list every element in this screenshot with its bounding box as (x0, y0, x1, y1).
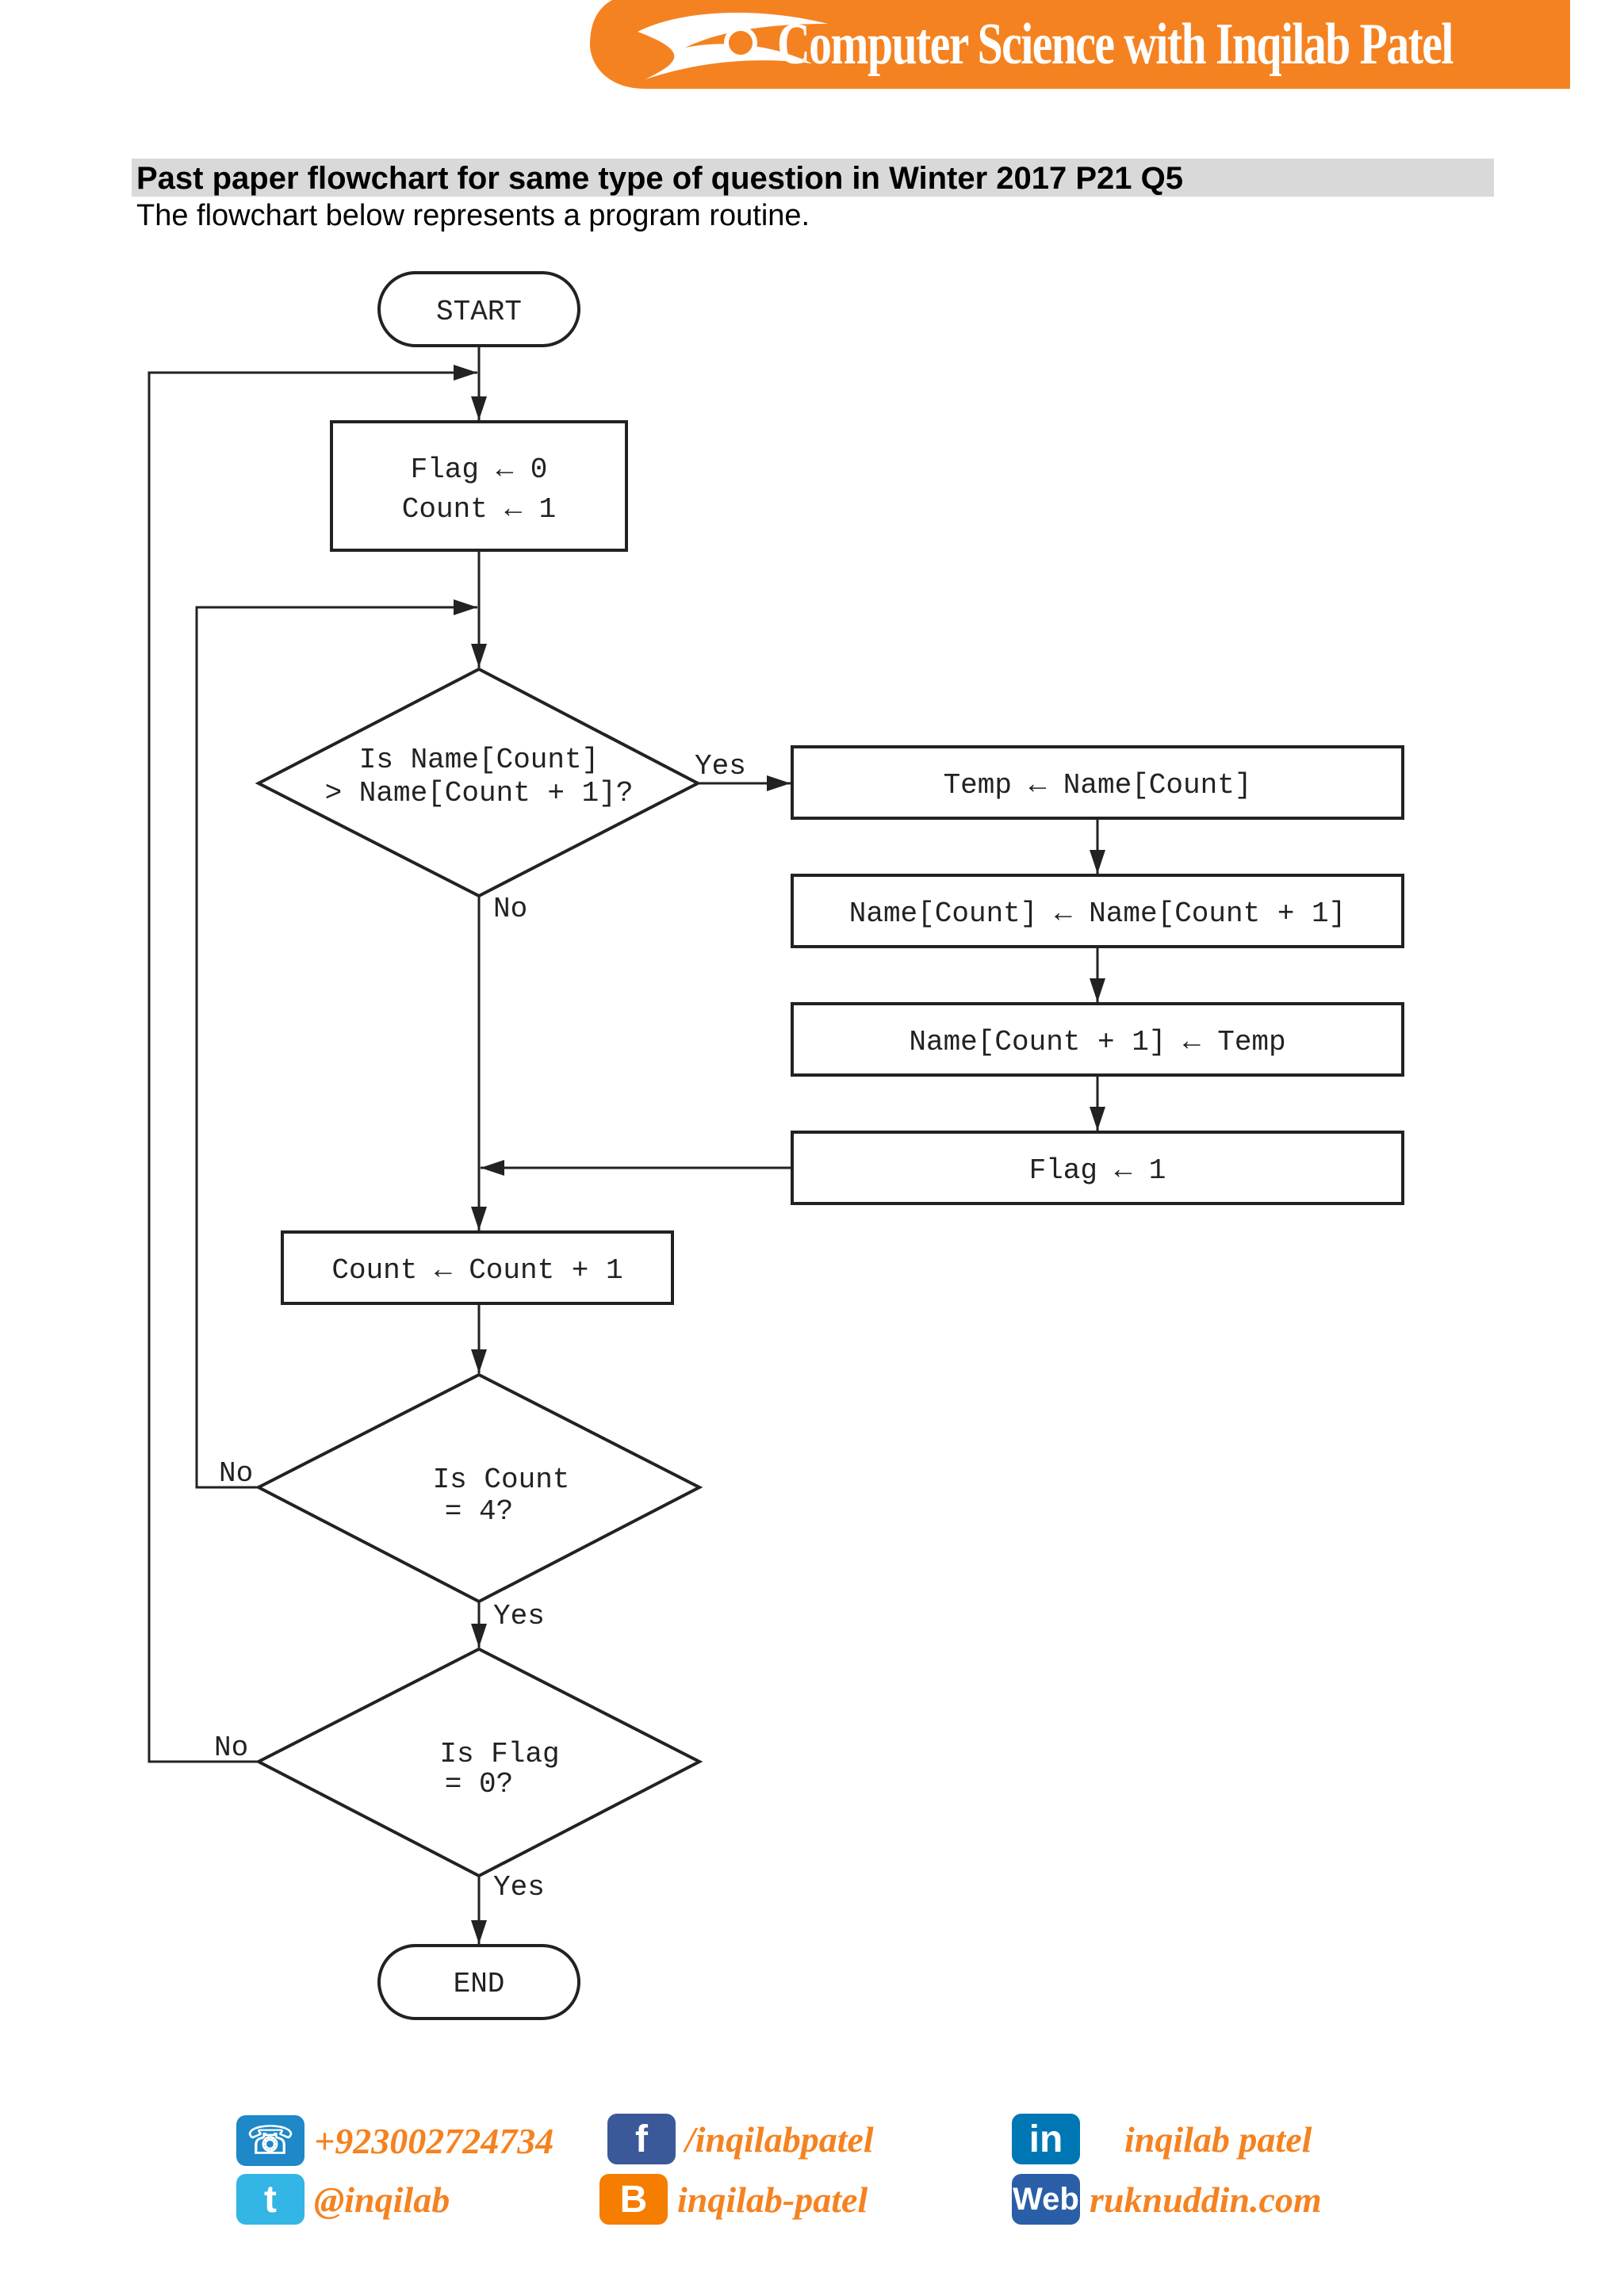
decision2-no-label: No (219, 1457, 253, 1490)
swap1-label: Temp ← Name[Count] (944, 769, 1252, 802)
connector-inner-loop (195, 599, 477, 1489)
end-label: END (454, 1968, 505, 2000)
phone-text: +923002724734 (314, 2120, 554, 2161)
twitter-icon: t (236, 2174, 304, 2225)
decision3-no-label: No (214, 1732, 248, 1764)
init-label-1: Flag ← 0 (411, 453, 548, 486)
heading-background (132, 159, 1494, 197)
intro-text: The flowchart below represents a program… (136, 199, 810, 232)
footer-phone[interactable]: ☏ +923002724734 (236, 2115, 553, 2166)
linkedin-text: inqilab patel (1124, 2118, 1312, 2160)
end-terminal (377, 1944, 580, 2020)
linkedin-icon: in (1012, 2114, 1080, 2164)
decision1-no-label: No (493, 893, 527, 925)
swap-box-3 (791, 1002, 1404, 1077)
decision1-label-1: Is Name[Count] (359, 744, 599, 776)
decision2-label-2: = 4? (445, 1495, 513, 1528)
page-heading: Past paper flowchart for same type of qu… (136, 161, 1183, 196)
init-process-box (330, 420, 628, 552)
footer-linkedin[interactable]: in inqilab patel (1012, 2114, 1312, 2164)
increment-box (281, 1230, 674, 1305)
swap3-label: Name[Count + 1] ← Temp (909, 1026, 1285, 1058)
facebook-icon: f (607, 2114, 676, 2164)
footer-facebook[interactable]: f /inqilabpatel (607, 2114, 874, 2164)
start-label: START (436, 296, 522, 328)
banner-title: Computer Science with Inqilab Patel (777, 12, 1454, 77)
blogger-text: inqilab-patel (677, 2179, 868, 2220)
decision1-label-2: > Name[Count + 1]? (325, 777, 634, 809)
decision3-yes-label: Yes (493, 1871, 545, 1904)
swap-box-2 (791, 874, 1404, 948)
facebook-text: /inqilabpatel (685, 2118, 874, 2160)
footer-web[interactable]: Web ruknuddin.com (1012, 2174, 1322, 2225)
connector-outer-loop (147, 365, 477, 1763)
swap-box-1 (791, 745, 1404, 820)
twitter-text: @inqilab (314, 2179, 450, 2220)
web-icon: Web (1012, 2174, 1080, 2225)
header-banner (590, 0, 1570, 89)
web-text: ruknuddin.com (1090, 2179, 1322, 2220)
set-flag-box (791, 1131, 1404, 1205)
decision3-label-2: = 0? (445, 1768, 513, 1800)
footer-blogger[interactable]: B inqilab-patel (599, 2174, 868, 2225)
logo-icon (606, 2, 844, 87)
decision1-yes-label: Yes (695, 750, 746, 783)
swap2-label: Name[Count] ← Name[Count + 1] (849, 897, 1346, 930)
decision2-yes-label: Yes (493, 1600, 545, 1632)
init-label-2: Count ← 1 (402, 493, 556, 526)
blogger-icon: B (599, 2174, 668, 2225)
set-flag-label: Flag ← 1 (1029, 1154, 1166, 1187)
decision3-label-1: Is Flag (439, 1738, 559, 1770)
decision2-label-1: Is Count (433, 1464, 570, 1496)
footer-twitter[interactable]: t @inqilab (236, 2174, 450, 2225)
phone-icon: ☏ (236, 2115, 304, 2166)
increment-label: Count ← Count + 1 (331, 1254, 622, 1287)
